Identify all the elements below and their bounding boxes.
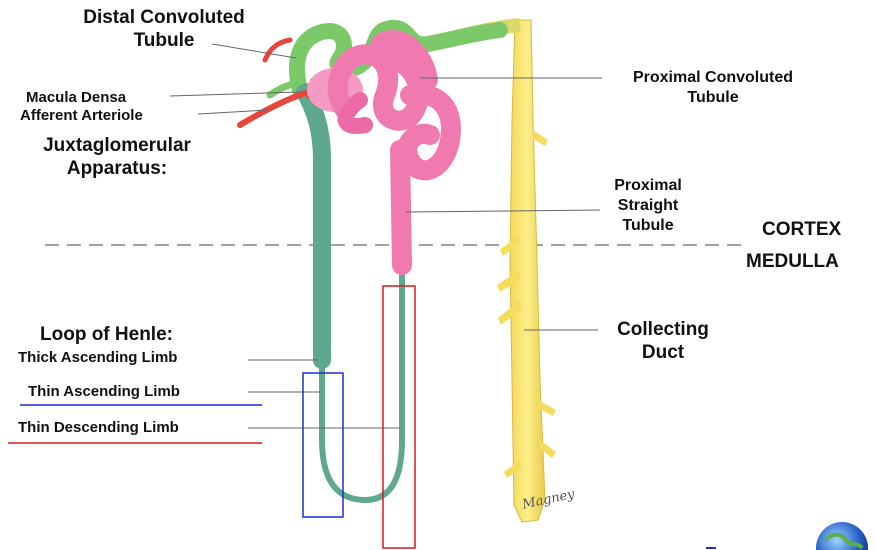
cortex-label: CORTEX [762,218,841,241]
medulla-label: MEDULLA [746,250,839,273]
juxta-label-line2: Apparatus: [8,157,226,180]
thick-ascending-limb-label: Thick Ascending Limb [18,348,177,367]
collecting-duct [430,20,556,522]
distal-label-line2: Tubule [44,29,284,52]
pct-label-line1: Proximal Convoluted [600,68,826,88]
pst-label-line3: Tubule [592,216,704,236]
distal-label-line1: Distal Convoluted [44,6,284,29]
collecting-duct-label: Collecting Duct [596,318,730,364]
afferent-arteriole-label: Afferent Arteriole [20,106,143,125]
proximal-straight-tubule [400,150,402,265]
globe-icon [816,522,868,550]
juxtaglomerular-apparatus-label: Juxtaglomerular Apparatus: [8,134,226,180]
proximal-convoluted-tubule-label: Proximal Convoluted Tubule [600,68,826,108]
proximal-straight-tubule-label: Proximal Straight Tubule [592,176,704,236]
loop-of-henle [305,92,402,500]
thin-ascending-limb-label: Thin Ascending Limb [28,382,180,401]
thin-descending-limb-label: Thin Descending Limb [18,418,179,437]
pst-label-line1: Proximal [592,176,704,196]
distal-convoluted-tubule-label: Distal Convoluted Tubule [44,6,284,52]
loop-of-henle-label: Loop of Henle: [40,323,173,346]
juxta-label-line1: Juxtaglomerular [8,134,226,157]
pct-label-line2: Tubule [600,88,826,108]
collecting-label-line2: Duct [596,341,730,364]
pst-label-line2: Straight [592,196,704,216]
collecting-label-line1: Collecting [596,318,730,341]
macula-densa-label: Macula Densa [26,88,126,107]
